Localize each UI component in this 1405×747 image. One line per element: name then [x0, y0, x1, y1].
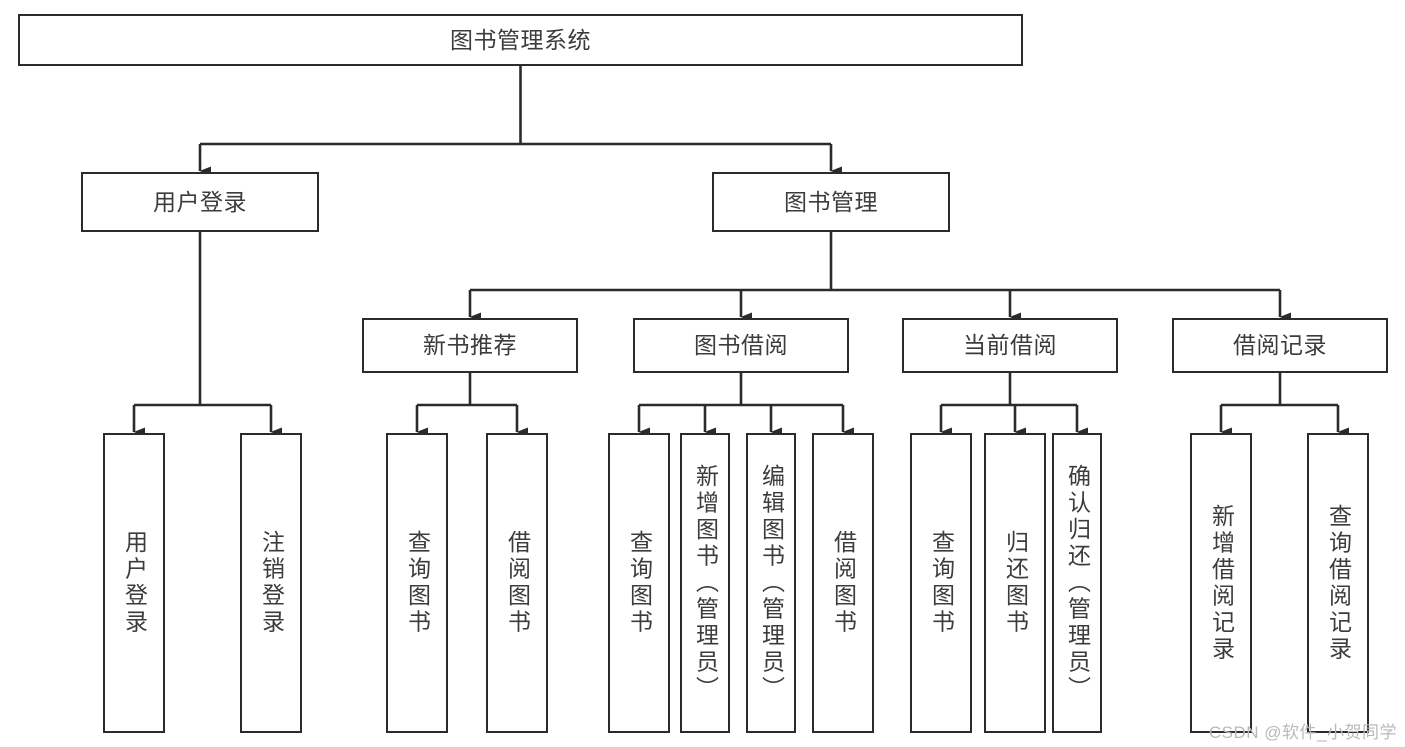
- node-leaf-borrow-book-2[interactable]: 借阅图书: [812, 433, 874, 733]
- node-current-borrow[interactable]: 当前借阅: [902, 318, 1118, 373]
- node-label: 新书推荐: [423, 332, 517, 359]
- node-label: 当前借阅: [963, 332, 1057, 359]
- node-label: 查询图书: [626, 530, 653, 636]
- node-leaf-user-login[interactable]: 用户登录: [103, 433, 165, 733]
- node-label: 借阅图书: [830, 530, 857, 636]
- node-label: 编辑图书（管理员）: [758, 463, 785, 703]
- node-label: 图书管理系统: [450, 26, 591, 53]
- node-leaf-query-book-1[interactable]: 查询图书: [386, 433, 448, 733]
- node-leaf-user-logout[interactable]: 注销登录: [240, 433, 302, 733]
- node-user-login[interactable]: 用户登录: [81, 172, 319, 232]
- node-leaf-borrow-book-1[interactable]: 借阅图书: [486, 433, 548, 733]
- node-label: 注销登录: [258, 530, 285, 636]
- node-leaf-query-record[interactable]: 查询借阅记录: [1307, 433, 1369, 733]
- node-leaf-query-book-3[interactable]: 查询图书: [910, 433, 972, 733]
- node-label: 查询借阅记录: [1325, 503, 1352, 663]
- node-leaf-add-book[interactable]: 新增图书（管理员）: [680, 433, 730, 733]
- node-book-manage[interactable]: 图书管理: [712, 172, 950, 232]
- node-borrow-record[interactable]: 借阅记录: [1172, 318, 1388, 373]
- node-root[interactable]: 图书管理系统: [18, 14, 1023, 66]
- node-label: 确认归还（管理员）: [1064, 463, 1091, 703]
- connector-group: [132, 66, 1349, 437]
- node-book-borrow[interactable]: 图书借阅: [633, 318, 849, 373]
- node-label: 查询图书: [404, 530, 431, 636]
- node-label: 新增图书（管理员）: [692, 463, 719, 703]
- node-label: 借阅图书: [504, 530, 531, 636]
- node-leaf-add-record[interactable]: 新增借阅记录: [1190, 433, 1252, 733]
- node-leaf-query-book-2[interactable]: 查询图书: [608, 433, 670, 733]
- node-new-book-rec[interactable]: 新书推荐: [362, 318, 578, 373]
- node-leaf-return-book[interactable]: 归还图书: [984, 433, 1046, 733]
- node-label: 查询图书: [928, 530, 955, 636]
- node-label: 归还图书: [1002, 530, 1029, 636]
- node-label: 用户登录: [121, 530, 148, 636]
- node-leaf-confirm-return[interactable]: 确认归还（管理员）: [1052, 433, 1102, 733]
- node-label: 用户登录: [153, 188, 247, 215]
- node-label: 新增借阅记录: [1208, 503, 1235, 663]
- node-leaf-edit-book[interactable]: 编辑图书（管理员）: [746, 433, 796, 733]
- node-label: 图书借阅: [694, 332, 788, 359]
- node-label: 借阅记录: [1233, 332, 1327, 359]
- node-label: 图书管理: [784, 188, 878, 215]
